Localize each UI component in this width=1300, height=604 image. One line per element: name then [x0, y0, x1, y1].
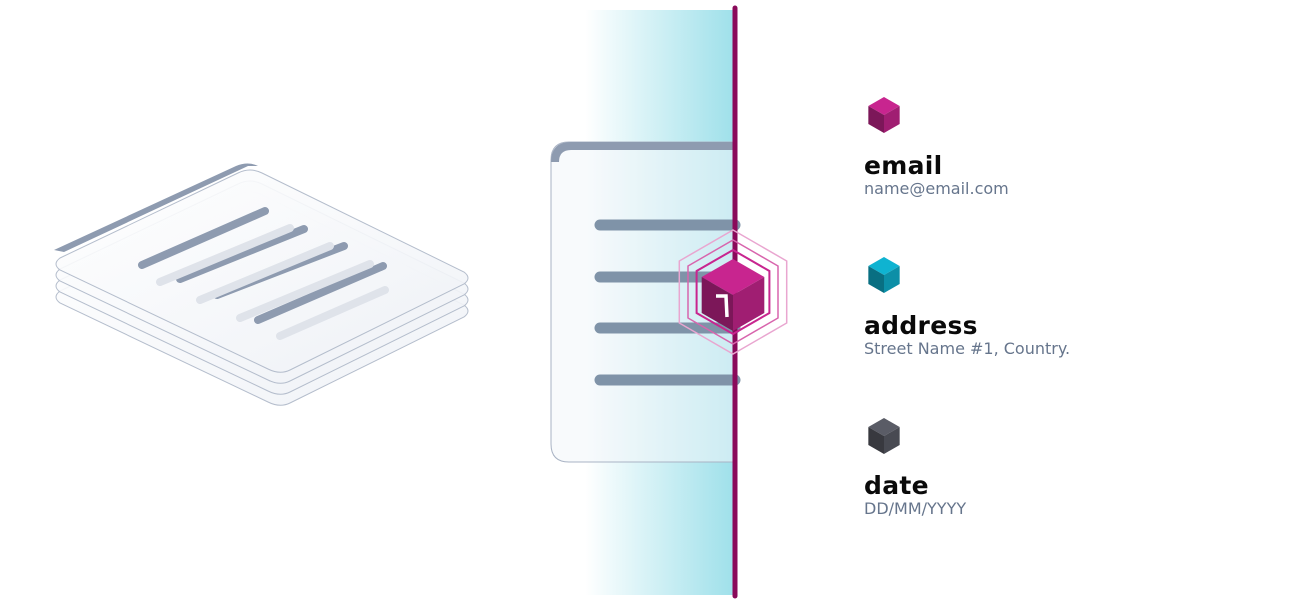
- sheet-text-line: [138, 207, 269, 269]
- gray-cube-icon: [868, 418, 900, 454]
- cyan-cube-icon: [868, 257, 900, 293]
- magenta-cube-icon: [868, 97, 900, 133]
- field-address: address Street Name #1, Country.: [864, 312, 1070, 358]
- hexagon-ring: [678, 229, 788, 355]
- corner-mark-icon: [716, 294, 729, 318]
- field-value: DD/MM/YYYY: [864, 499, 967, 518]
- sheet-text-line: [254, 262, 387, 324]
- field-email: email name@email.com: [864, 152, 1009, 198]
- extraction-cube-icon: [701, 259, 765, 331]
- field-date: date DD/MM/YYYY: [864, 472, 966, 518]
- field-name: address: [864, 311, 978, 340]
- field-value: Street Name #1, Country.: [864, 339, 1071, 358]
- sheet-faint-line: [276, 286, 389, 340]
- sheet-faint-line: [236, 260, 374, 322]
- document-card: [550, 141, 741, 463]
- magenta-cube: [701, 259, 765, 331]
- field-name: date: [864, 471, 929, 500]
- signal-hexagons-icon: [678, 229, 788, 355]
- field-name: email: [864, 151, 943, 180]
- hexagon-ring: [687, 239, 779, 345]
- hexagon-ring: [695, 248, 771, 336]
- sheet-faint-line: [156, 224, 294, 286]
- sheet-faint-line: [196, 242, 334, 304]
- field-value: name@email.com: [864, 179, 1009, 198]
- document-stack-icon: [54, 163, 469, 406]
- sheet-text-line: [176, 225, 308, 283]
